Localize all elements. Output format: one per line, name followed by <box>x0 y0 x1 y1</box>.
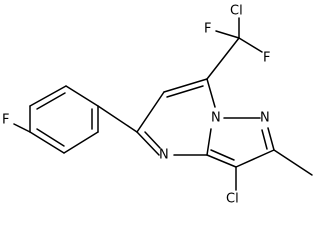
bond-c-f-right <box>238 37 263 53</box>
atom-layer: Cl F F F N N N Cl <box>2 4 270 207</box>
atom-cl-bottom: Cl <box>226 192 239 207</box>
bond-ph-f <box>13 123 31 133</box>
bond-c5-n4-double <box>144 131 161 149</box>
atom-n-bridge: N <box>211 111 221 126</box>
bond-ph-4-5 <box>29 131 65 154</box>
bond-ph-inner-a <box>36 92 66 110</box>
bond-ph-5-6 <box>63 131 99 154</box>
atom-f-left: F <box>2 113 9 128</box>
bond-c-c7 <box>206 37 240 80</box>
atom-n-pyrazole: N <box>260 111 270 126</box>
bond-ph-1-2 <box>65 85 99 107</box>
bond-c5-n4 <box>136 131 160 156</box>
bond-c3a-n-bridge <box>206 128 212 156</box>
bond-c2-methyl <box>273 149 313 176</box>
bond-c3-c3a <box>206 154 237 168</box>
bond-c2-c3 <box>235 149 275 168</box>
bond-c5-phenyl <box>97 105 138 133</box>
bond-c7-c6 <box>163 78 208 93</box>
bond-c7-c6-double <box>166 85 204 98</box>
atom-cl-top: Cl <box>230 4 243 19</box>
atom-f-top: F <box>204 22 211 37</box>
bond-c-f-top <box>215 30 240 39</box>
atom-n-pyrimidine: N <box>159 148 169 163</box>
bond-ph-2-3 <box>29 85 67 107</box>
bond-c7-n-bridge <box>206 78 216 108</box>
molecule-diagram: Cl F F F N N N Cl <box>2 4 313 207</box>
bond-n2-c2 <box>267 127 275 151</box>
bond-c3-c3a-double <box>210 149 235 161</box>
bond-c6-c5 <box>136 91 165 133</box>
bond-layer <box>13 17 313 191</box>
atom-f-right: F <box>263 51 270 66</box>
structure-drawing: Cl F F F N N N Cl <box>2 4 313 207</box>
bond-ph-inner-b <box>36 128 65 147</box>
bond-n2-c2-double <box>261 129 268 150</box>
